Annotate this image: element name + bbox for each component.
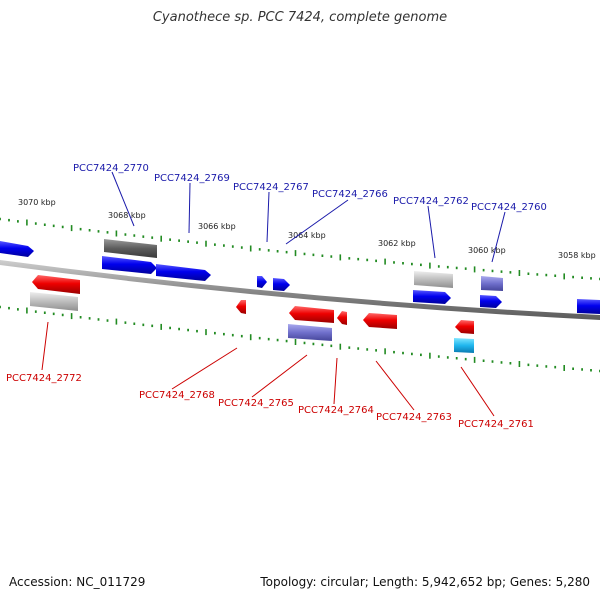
gene-forward[interactable] [257, 276, 267, 288]
reverse-leader-lines [41, 321, 495, 417]
kbp-label: 3066 kbp [198, 222, 236, 231]
gene-reverse[interactable] [288, 324, 332, 341]
forward-genes [0, 239, 600, 314]
gene-label[interactable]: PCC7424_2767 [233, 182, 309, 193]
gene-reverse[interactable] [32, 275, 80, 294]
genome-title: Cyanothece sp. PCC 7424, complete genome [152, 10, 448, 25]
genome-backbone [0, 260, 600, 320]
lower-tick-track [0, 305, 600, 373]
gene-label[interactable]: PCC7424_2764 [298, 405, 374, 416]
gene-forward[interactable] [414, 271, 453, 288]
gene-label[interactable]: PCC7424_2762 [393, 196, 469, 207]
gene-forward[interactable] [104, 239, 157, 258]
gene-reverse[interactable] [454, 338, 474, 353]
reverse-gene-labels: PCC7424_2772 PCC7424_2768 PCC7424_2765 P… [6, 373, 534, 430]
gene-forward[interactable] [413, 290, 451, 304]
gene-forward[interactable] [481, 276, 503, 291]
gene-label[interactable]: PCC7424_2766 [312, 189, 388, 200]
forward-gene-labels: PCC7424_2770 PCC7424_2769 PCC7424_2767 P… [73, 163, 547, 213]
genome-summary-text: Topology: circular; Length: 5,942,652 bp… [260, 575, 590, 589]
gene-forward[interactable] [577, 299, 600, 314]
kbp-label: 3060 kbp [468, 246, 506, 255]
gene-label[interactable]: PCC7424_2760 [471, 202, 547, 213]
gene-reverse[interactable] [236, 300, 246, 314]
gene-label[interactable]: PCC7424_2763 [376, 412, 452, 423]
gene-reverse[interactable] [363, 313, 397, 329]
gene-forward[interactable] [480, 295, 502, 308]
gene-reverse[interactable] [455, 320, 474, 334]
reverse-genes [30, 275, 474, 353]
gene-reverse[interactable] [289, 306, 334, 323]
gene-label[interactable]: PCC7424_2772 [6, 373, 82, 384]
gene-forward[interactable] [273, 278, 290, 291]
kbp-label: 3070 kbp [18, 198, 56, 207]
kbp-label: 3064 kbp [288, 231, 326, 240]
upper-tick-track [0, 217, 600, 281]
gene-forward[interactable] [102, 256, 157, 274]
kbp-label: 3058 kbp [558, 251, 596, 260]
gene-label[interactable]: PCC7424_2768 [139, 390, 215, 401]
gene-label[interactable]: PCC7424_2769 [154, 173, 230, 184]
gene-forward[interactable] [156, 264, 211, 281]
forward-leader-lines [111, 171, 506, 263]
gene-reverse[interactable] [337, 311, 347, 325]
kbp-label: 3068 kbp [108, 211, 146, 220]
gene-label[interactable]: PCC7424_2761 [458, 419, 534, 430]
gene-label[interactable]: PCC7424_2770 [73, 163, 149, 174]
gene-reverse[interactable] [30, 292, 78, 311]
accession-text: Accession: NC_011729 [9, 575, 146, 589]
kbp-label: 3062 kbp [378, 239, 416, 248]
gene-forward[interactable] [0, 241, 34, 257]
gene-label[interactable]: PCC7424_2765 [218, 398, 294, 409]
